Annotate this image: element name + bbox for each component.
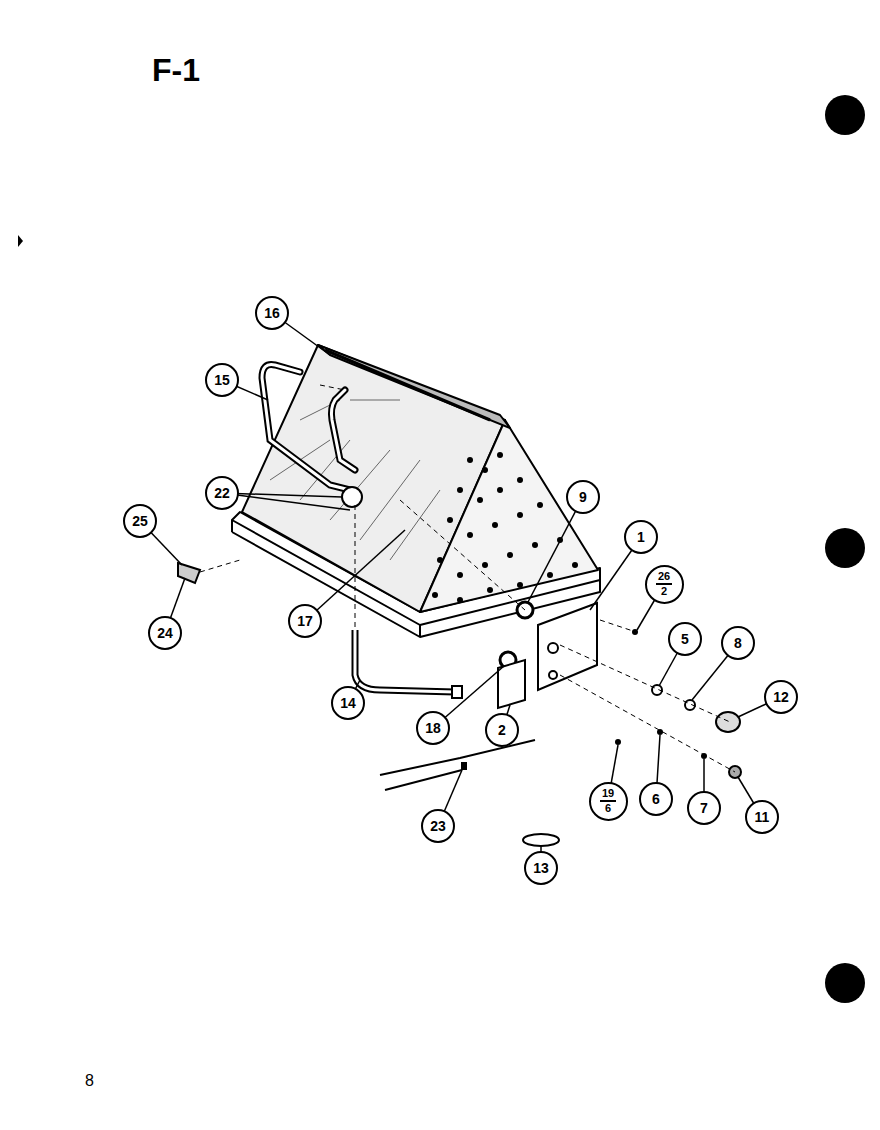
callout-text: 7 [700,801,708,815]
callout-text: 2 [498,723,506,737]
callout-number: 1 [624,520,658,554]
callout-text: 18 [425,721,441,735]
callout-number: 5 [668,622,702,656]
callout-number: 14 [331,686,365,720]
callout-number: 25 [123,504,157,538]
callout-number: 16 [255,296,289,330]
callout-text: 24 [157,626,173,640]
page-number: 8 [85,1072,94,1090]
callout-text: 6 [605,802,611,814]
callout-number: 7 [687,791,721,825]
callout-number: 11 [745,800,779,834]
callout-text: 8 [734,636,742,650]
callout-text: 16 [264,306,280,320]
callout-number: 2 [485,713,519,747]
callout-number: 12 [764,680,798,714]
callout-text: 9 [579,490,587,504]
callout-text: 1 [637,530,645,544]
callout-text: 14 [340,696,356,710]
callout-number: 9 [566,480,600,514]
callout-text: 17 [297,614,313,628]
callout-number: 13 [524,851,558,885]
callout-number: 196 [589,782,628,821]
callout-text: 22 [214,486,230,500]
callout-number: 17 [288,604,322,638]
figure-title: F-1 [152,52,200,89]
callout-text: 5 [681,632,689,646]
callout-number: 22 [205,476,239,510]
callout-text: 23 [430,819,446,833]
callout-number: 18 [416,711,450,745]
callout-text: 13 [533,861,549,875]
callout-text: 6 [652,792,660,806]
callout-text: 19 [600,788,616,802]
callout-text: 12 [773,690,789,704]
callout-text: 25 [132,514,148,528]
callout-number: 262 [645,565,684,604]
callout-number: 24 [148,616,182,650]
callout-number: 23 [421,809,455,843]
callout-text: 11 [755,810,770,824]
callout-number: 15 [205,363,239,397]
callout-text: 15 [214,373,230,387]
callout-number: 6 [639,782,673,816]
callout-text: 26 [656,571,672,585]
callout-text: 2 [661,585,667,597]
callout-number: 8 [721,626,755,660]
